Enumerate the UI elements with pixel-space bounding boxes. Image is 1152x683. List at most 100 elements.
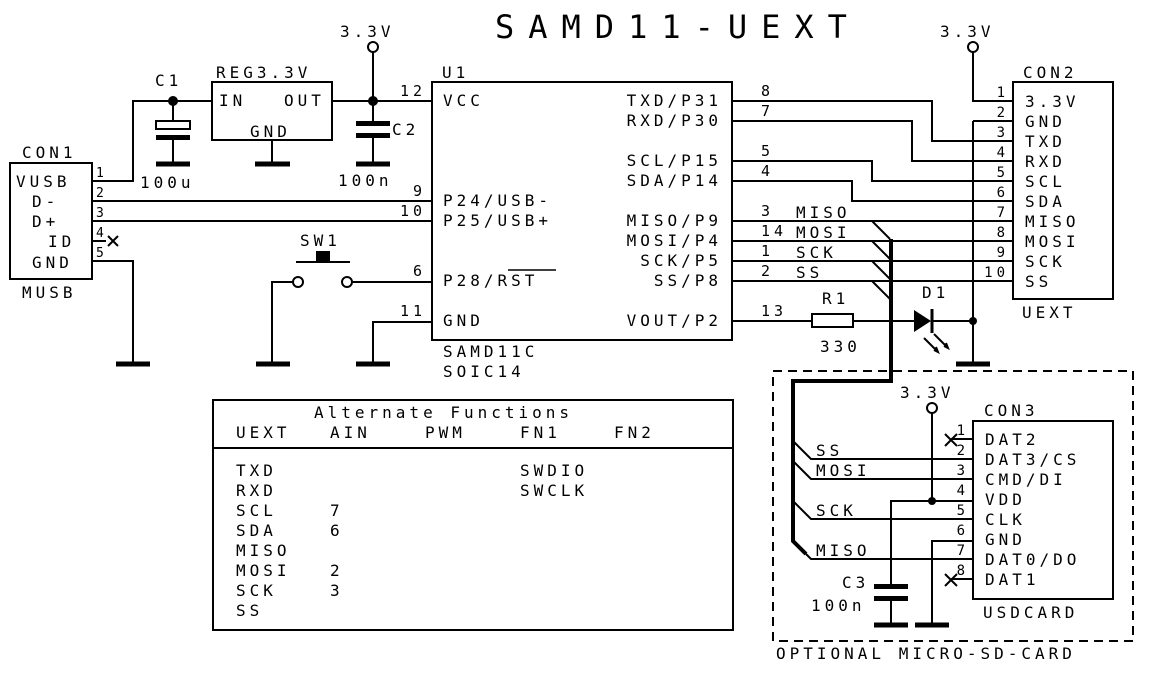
con1-pin-num-4: 4 xyxy=(96,226,108,241)
con3: CON3 USDCARD DAT21DAT3/CS2CMD/DI3VDD4CLK… xyxy=(944,401,1114,622)
spi-bus xyxy=(791,239,893,556)
sd-ss-wire xyxy=(792,440,973,460)
u1-body xyxy=(431,81,733,341)
u1-pin-number: 11 xyxy=(400,302,426,320)
r1-ref: R1 xyxy=(822,289,849,308)
con2-pin-name: MISO xyxy=(1025,212,1080,231)
d1-light-arrows xyxy=(923,333,950,355)
con3-pin-number: 3 xyxy=(957,463,969,479)
supply-label-3: 3.3V xyxy=(900,383,955,402)
bus-entries-top xyxy=(871,220,891,300)
con3-pin-name: CLK xyxy=(985,510,1026,529)
usb-data-wires xyxy=(92,200,432,222)
con1-pin-num-5: 5 xyxy=(96,246,108,261)
u1-pin-number: 5 xyxy=(761,142,774,160)
con3-nc-mark-1 xyxy=(944,433,958,447)
c2-value: 100n xyxy=(338,171,393,190)
u1-pin-name: SDA/P14 xyxy=(627,171,722,190)
u1-pin-number: 10 xyxy=(400,202,426,220)
con2-body xyxy=(1012,81,1114,300)
u1-part: SAMD11C xyxy=(443,342,538,361)
sd-miso-wire xyxy=(805,553,973,560)
u1-gnd-wire xyxy=(372,321,432,362)
spi-net-label: SS xyxy=(796,263,823,282)
d1-triangle xyxy=(914,310,931,332)
u1-pin-number: 8 xyxy=(761,82,774,100)
con3-pin-number: 2 xyxy=(957,443,969,459)
con1-ref: CON1 xyxy=(22,143,77,162)
sw1-contact-right xyxy=(341,276,353,288)
con1-nc-mark xyxy=(92,235,119,247)
u1-pin-name: P25/USB+ xyxy=(443,211,552,230)
c2-plate-bottom xyxy=(356,133,390,138)
u1-pin-name: MISO/P9 xyxy=(627,211,722,230)
c1-plate-negative xyxy=(156,135,190,140)
u1-pin-number: 4 xyxy=(761,162,774,180)
c3-top-wire xyxy=(890,500,932,584)
con1-pin-dplus: D+ xyxy=(32,212,59,231)
c3-value: 100n xyxy=(811,596,866,615)
alt-table-cell: 2 xyxy=(330,561,344,580)
scl-wire xyxy=(732,160,1013,182)
u1-pin-name: VOUT/P2 xyxy=(627,311,722,330)
u1-pin-name: SCL/P15 xyxy=(627,151,722,170)
con3-pin-name: GND xyxy=(985,530,1026,549)
con3-pin-number: 8 xyxy=(957,563,969,579)
u1-ref: U1 xyxy=(442,63,469,82)
con3-body xyxy=(972,420,1114,600)
sd-net-sck: SCK xyxy=(816,501,857,520)
r1-body xyxy=(811,313,854,328)
con3-pin-number: 7 xyxy=(957,543,969,559)
con2-vcc-wire xyxy=(972,52,1013,102)
reg-gnd-label: GND xyxy=(250,122,291,141)
sd-net-mosi: MOSI xyxy=(816,461,871,480)
con3-nc-mark-8 xyxy=(944,573,958,587)
u1: U1 SAMD11C SOIC14 VCC12P24/USB-9P25/USB+… xyxy=(400,63,783,381)
supply-label-2: 3.3V xyxy=(940,22,995,41)
reg-out-label: OUT xyxy=(284,91,325,110)
alt-table-cell: 3 xyxy=(330,581,344,600)
con1: CON1 VUSB D- D+ ID GND MUSB 1 2 3 4 5 xyxy=(9,143,150,367)
spi-net-label: SCK xyxy=(796,243,837,262)
con2-pin-number: 8 xyxy=(997,225,1009,241)
alt-table-header: AIN xyxy=(330,423,371,442)
u1-package: SOIC14 xyxy=(443,362,525,381)
con2-pin-name: SS xyxy=(1025,272,1052,291)
con2-pin-number: 1 xyxy=(997,85,1009,101)
con2-pin-name: SDA xyxy=(1025,192,1066,211)
con3-nc-stubs xyxy=(951,438,973,580)
con3-pins: DAT21DAT3/CS2CMD/DI3VDD4CLK5GND6DAT0/DO7… xyxy=(951,423,1076,589)
alt-table-cell: SWCLK xyxy=(520,481,588,500)
sd-mosi-wire xyxy=(792,460,973,480)
c2: C2 100n xyxy=(338,120,415,190)
junction-vcc xyxy=(368,96,378,106)
c3-ref: C3 xyxy=(842,573,869,592)
con2-pin-name: GND xyxy=(1025,112,1066,131)
u1-pin-name: TXD/P31 xyxy=(627,91,722,110)
con2-pin-name: RXD xyxy=(1025,152,1066,171)
con2-pin-name: 3.3V xyxy=(1025,92,1080,111)
supply-terminal-2 xyxy=(967,41,979,53)
supply-label-1: 3.3V xyxy=(340,22,395,41)
alt-table-cell: SCL xyxy=(236,501,277,520)
con1-pin-vusb: VUSB xyxy=(16,172,71,191)
con3-pin-name: DAT2 xyxy=(985,430,1040,449)
vcc-rail-wire xyxy=(332,52,432,121)
u1-pin-name: SCK/P5 xyxy=(640,251,722,270)
sw1-contact-left xyxy=(292,276,304,288)
c1-plate-positive xyxy=(155,120,191,130)
alt-table-header: UEXT xyxy=(236,423,291,442)
con3-name: USDCARD xyxy=(983,603,1078,622)
con2-pin-name: SCK xyxy=(1025,252,1066,271)
con1-body xyxy=(9,162,93,280)
spi-net-label: MISO xyxy=(796,203,851,222)
con2-pin-name: SCL xyxy=(1025,172,1066,191)
con2-pins: 3.3V1GND2TXD3RXD4SCL5SDA6MISO7MOSI8SCK9S… xyxy=(984,85,1080,291)
con1-pin-dminus: D- xyxy=(32,192,59,211)
sw1-cap xyxy=(316,251,330,262)
con2-name: UEXT xyxy=(1022,303,1077,322)
u1-pin-name: P28/RST xyxy=(443,271,538,290)
